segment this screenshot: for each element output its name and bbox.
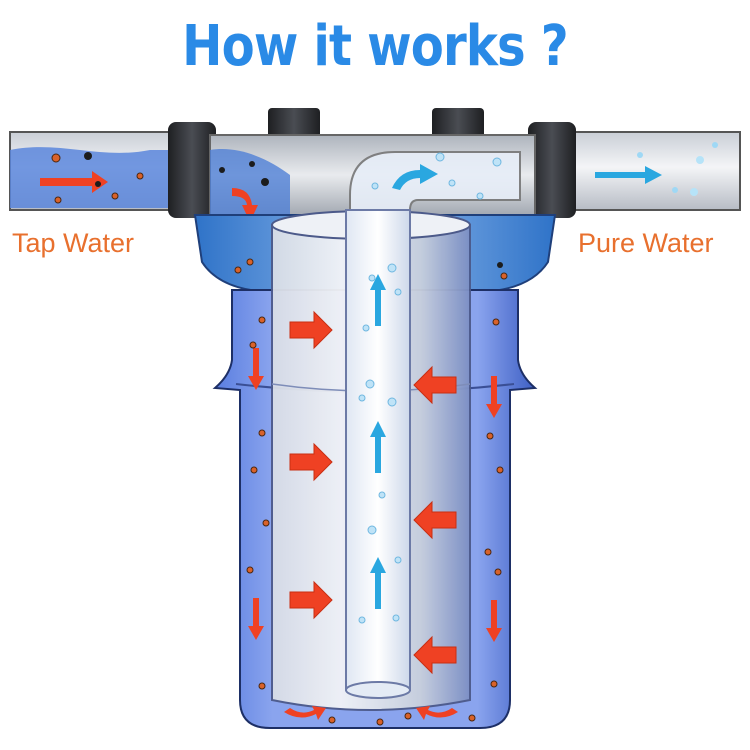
inlet-pipe bbox=[9, 131, 191, 211]
pipe-connector-left bbox=[168, 122, 216, 218]
outflow-arrow-icon bbox=[595, 166, 662, 184]
inflow-arrow-icon bbox=[232, 188, 258, 222]
pure-water-label: Pure Water bbox=[578, 228, 714, 258]
sediment-particle-icon bbox=[51, 153, 508, 726]
outlet-pipe bbox=[559, 131, 741, 211]
water-bubble-icon bbox=[358, 152, 502, 624]
inflow-arrow-icon bbox=[284, 706, 458, 720]
mounting-bolt bbox=[268, 108, 484, 140]
pipe-connector-right bbox=[528, 122, 576, 218]
sediment-particle-icon bbox=[84, 152, 503, 268]
outflow-arrow-icon bbox=[392, 164, 438, 190]
inflow-arrow-icon bbox=[40, 171, 108, 193]
tap-water-label: Tap Water bbox=[12, 228, 135, 258]
page-title: How it works ? bbox=[182, 14, 569, 79]
